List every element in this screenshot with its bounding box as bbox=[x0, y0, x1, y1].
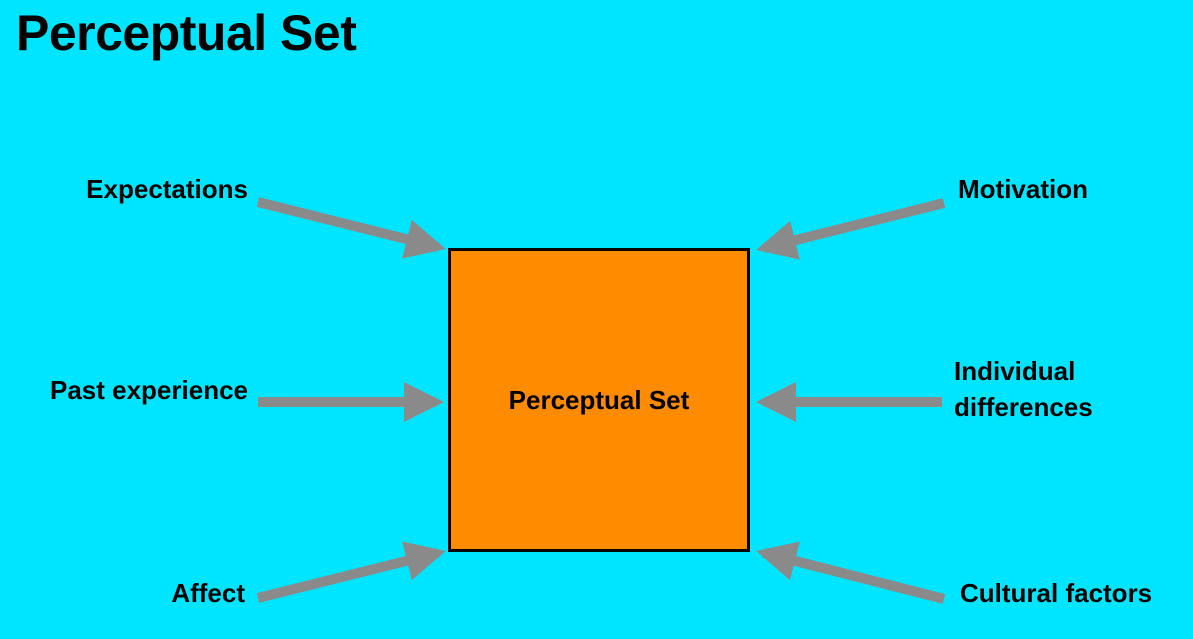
slide-title: Perceptual Set bbox=[16, 5, 357, 61]
factor-motivation: Motivation bbox=[958, 174, 1088, 204]
factor-past-experience: Past experience bbox=[49, 375, 248, 405]
perceptual-set-box: Perceptual Set bbox=[448, 248, 750, 552]
factor-cultural-factors: Cultural factors bbox=[960, 578, 1153, 608]
arrow-motivation bbox=[756, 198, 946, 260]
arrow-affect bbox=[256, 541, 446, 603]
arrow-cultural-factors bbox=[756, 541, 946, 604]
factor-individual-differences-line2: differences bbox=[954, 392, 1093, 423]
factor-individual-differences: Individual differences bbox=[954, 353, 1093, 426]
arrow-expectations bbox=[256, 197, 446, 259]
factor-individual-differences-line1: Individual bbox=[954, 356, 1076, 386]
factor-expectations: Expectations bbox=[86, 174, 248, 204]
factor-affect: Affect bbox=[171, 578, 245, 608]
perceptual-set-label: Perceptual Set bbox=[508, 384, 690, 415]
